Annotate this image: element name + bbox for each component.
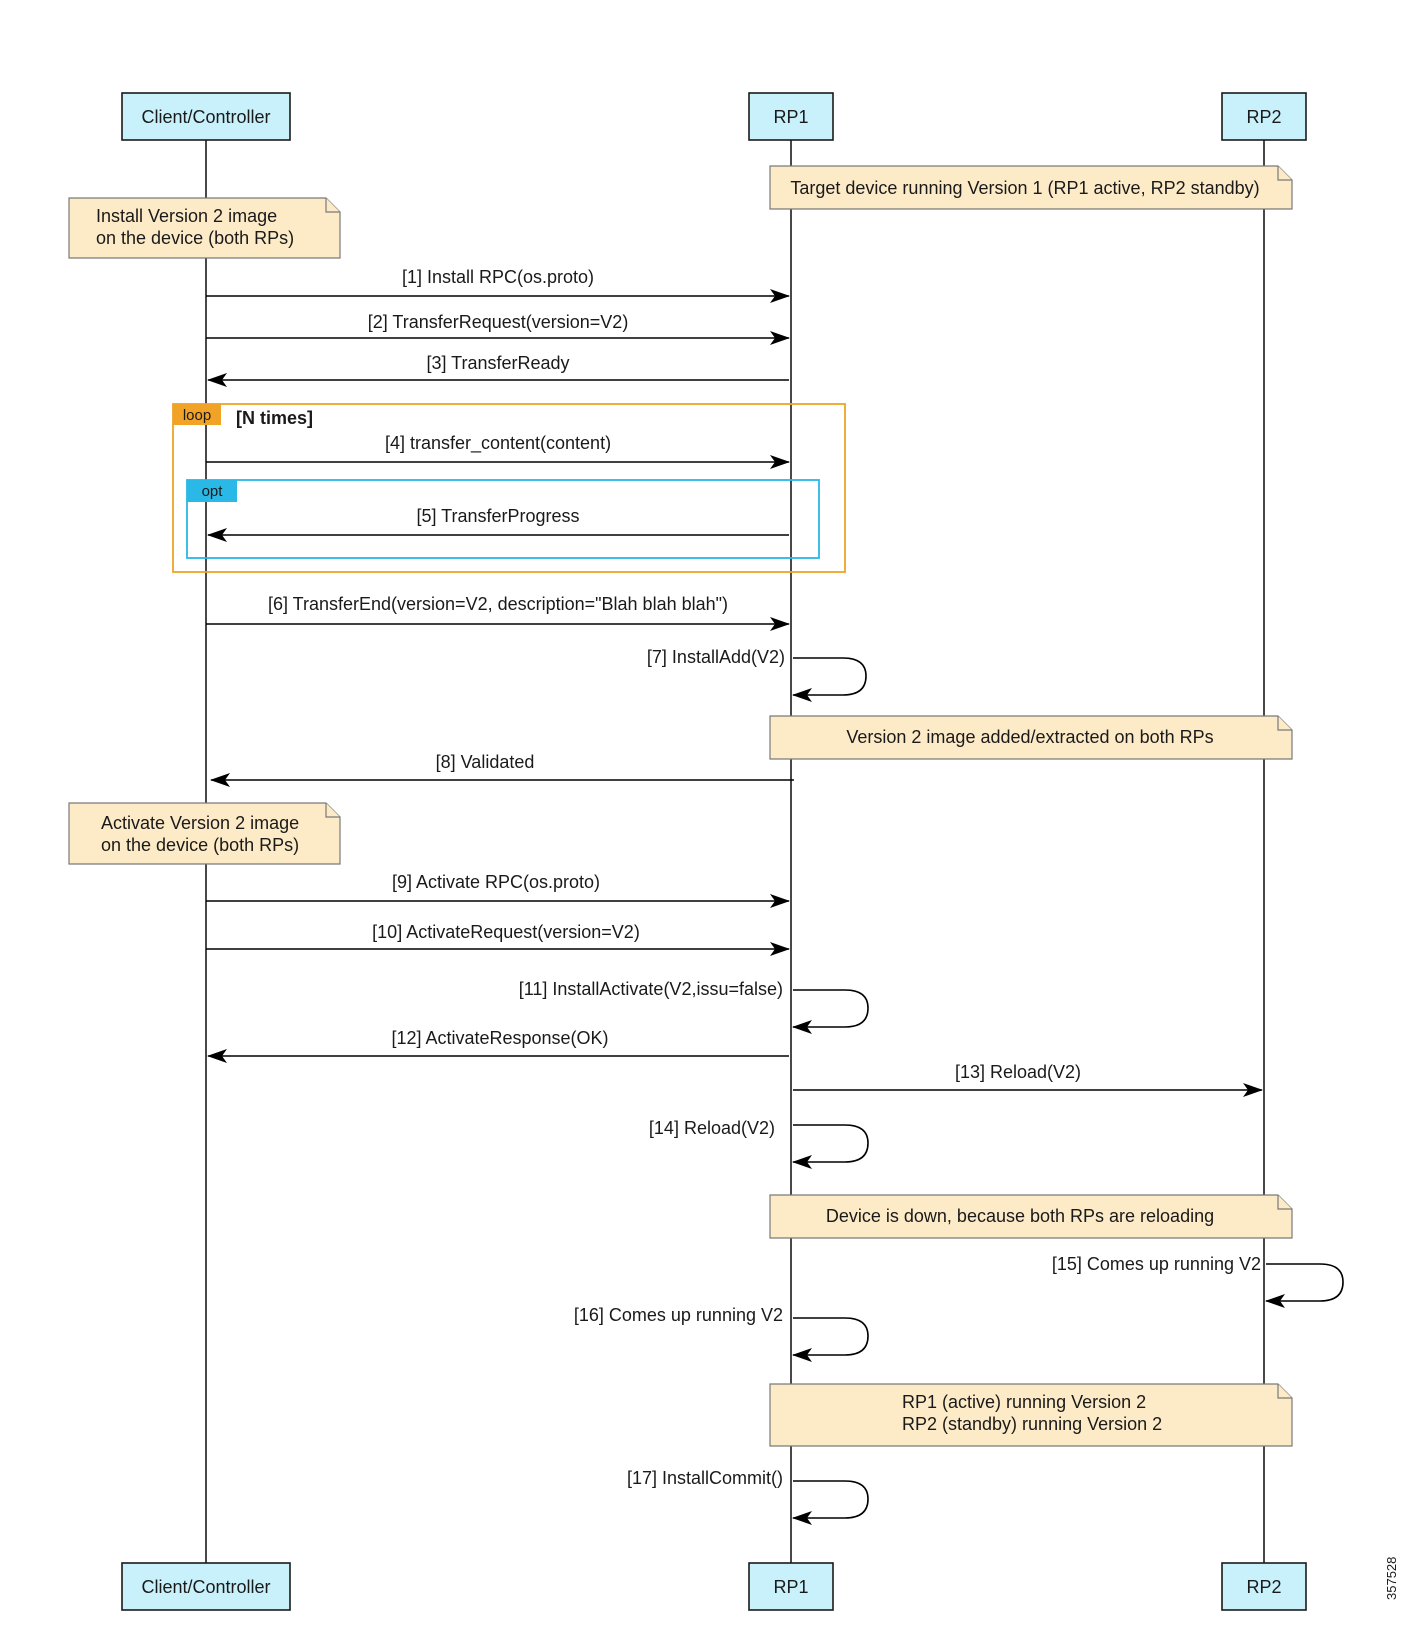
message-13: [13] Reload(V2) [793, 1062, 1263, 1097]
participant-label: RP2 [1246, 107, 1281, 127]
opt-fragment: opt [186, 479, 820, 559]
message-4: [4] transfer_content(content) [206, 433, 790, 469]
message-arrow [792, 1124, 869, 1169]
message-12: [12] ActivateResponse(OK) [207, 1028, 789, 1063]
participant-rp1-bottom: RP1 [748, 1562, 834, 1611]
participant-label: RP2 [1246, 1577, 1281, 1597]
message-label: [11] InstallActivate(V2,issu=false) [519, 979, 783, 999]
message-label: [12] ActivateResponse(OK) [391, 1028, 608, 1048]
message-label: [16] Comes up running V2 [574, 1305, 783, 1325]
message-10: [10] ActivateRequest(version=V2) [206, 922, 790, 956]
message-1: [1] Install RPC(os.proto) [206, 267, 790, 303]
message-arrow [792, 657, 867, 702]
note-activate-v2: Activate Version 2 image on the device (… [68, 802, 341, 865]
message-arrow [1265, 1263, 1344, 1308]
message-16: [16] Comes up running V2 [574, 1305, 869, 1362]
note-v2-added: Version 2 image added/extracted on both … [769, 715, 1293, 760]
message-6: [6] TransferEnd(version=V2, description=… [206, 594, 790, 631]
participant-rp1-top: RP1 [748, 92, 834, 141]
message-9: [9] Activate RPC(os.proto) [206, 872, 790, 908]
message-5: [5] TransferProgress [207, 506, 789, 542]
message-label: [14] Reload(V2) [649, 1118, 775, 1138]
participant-rp2-bottom: RP2 [1221, 1562, 1307, 1611]
figure-id: 357528 [1384, 1557, 1399, 1600]
message-label: [2] TransferRequest(version=V2) [368, 312, 629, 332]
note-install-v2: Install Version 2 image on the device (b… [68, 197, 341, 259]
participant-rp2-top: RP2 [1221, 92, 1307, 141]
message-3: [3] TransferReady [207, 353, 789, 387]
note-target-device: Target device running Version 1 (RP1 act… [769, 165, 1293, 210]
message-label: [3] TransferReady [426, 353, 569, 373]
message-label: [17] InstallCommit() [627, 1468, 783, 1488]
message-label: [5] TransferProgress [416, 506, 579, 526]
participant-client-bottom: Client/Controller [121, 1562, 291, 1611]
message-17: [17] InstallCommit() [627, 1468, 869, 1525]
message-label: [6] TransferEnd(version=V2, description=… [268, 594, 728, 614]
note-both-running-v2: RP1 (active) running Version 2 RP2 (stan… [769, 1383, 1293, 1447]
note-text: Activate Version 2 image [101, 813, 299, 833]
message-arrow [792, 989, 869, 1034]
message-label: [15] Comes up running V2 [1052, 1254, 1261, 1274]
message-11: [11] InstallActivate(V2,issu=false) [519, 979, 869, 1034]
message-label: [10] ActivateRequest(version=V2) [372, 922, 640, 942]
opt-tag: opt [202, 483, 224, 500]
message-label: [8] Validated [436, 752, 535, 772]
participant-client-top: Client/Controller [121, 92, 291, 141]
message-label: [13] Reload(V2) [955, 1062, 1081, 1082]
note-text: Target device running Version 1 (RP1 act… [790, 178, 1259, 198]
message-label: [9] Activate RPC(os.proto) [392, 872, 600, 892]
note-text: RP2 (standby) running Version 2 [902, 1414, 1162, 1434]
message-arrow [792, 1480, 869, 1525]
participant-label: Client/Controller [141, 1577, 270, 1597]
note-text: on the device (both RPs) [101, 835, 299, 855]
message-label: [1] Install RPC(os.proto) [402, 267, 594, 287]
message-label: [4] transfer_content(content) [385, 433, 611, 454]
loop-guard: [N times] [236, 408, 313, 428]
loop-fragment: loop [N times] [172, 403, 846, 573]
message-15: [15] Comes up running V2 [1052, 1254, 1344, 1308]
participant-label: Client/Controller [141, 107, 270, 127]
loop-tag: loop [183, 407, 211, 424]
message-7: [7] InstallAdd(V2) [647, 647, 867, 702]
message-14: [14] Reload(V2) [649, 1118, 869, 1169]
note-text: Version 2 image added/extracted on both … [846, 727, 1213, 747]
message-8: [8] Validated [210, 752, 794, 787]
participant-label: RP1 [773, 1577, 808, 1597]
participant-label: RP1 [773, 107, 808, 127]
note-text: Install Version 2 image [96, 206, 277, 226]
note-text: Device is down, because both RPs are rel… [826, 1206, 1214, 1226]
note-text: RP1 (active) running Version 2 [902, 1392, 1146, 1412]
note-text: on the device (both RPs) [96, 228, 294, 248]
message-arrow [792, 1317, 869, 1362]
note-device-down: Device is down, because both RPs are rel… [769, 1194, 1293, 1239]
message-label: [7] InstallAdd(V2) [647, 647, 785, 667]
message-2: [2] TransferRequest(version=V2) [206, 312, 790, 345]
